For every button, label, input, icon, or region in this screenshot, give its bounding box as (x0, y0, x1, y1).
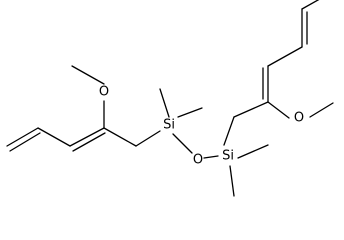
bond-right-vinyl-terminal (301, 0, 320, 10)
bond-left-enol-double-a (69, 127, 105, 147)
bond-right-o-methyl (309, 102, 334, 118)
bond-right-ch2-c2 (233, 101, 269, 118)
bond-si-left-methyl-a (159, 88, 170, 118)
bond-left-c3-c4 (37, 127, 71, 147)
bond-vinyl-left-double-a (6, 127, 39, 147)
bond-si-left-methyl-b (177, 107, 203, 118)
bond-o-si-right (203, 155, 219, 159)
bond-si-right-methyl-a (237, 144, 269, 159)
bond-left-o-methyl (71, 65, 105, 85)
atom-o-bridge: O (193, 153, 203, 168)
atom-si-left: Si (163, 118, 175, 133)
bond-left-enol-double-b (72, 132, 106, 152)
molecule-diagram: O Si O Si O (6, 0, 334, 197)
bond-si-right-ch2 (223, 116, 235, 146)
atom-o-methoxy-right: O (294, 111, 304, 126)
bonds (6, 0, 334, 197)
bond-right-c3-c4 (267, 46, 303, 67)
bond-left-ch2-si (135, 130, 161, 147)
atom-o-methoxy-left: O (99, 85, 109, 100)
bond-right-c2-o (267, 101, 290, 119)
bond-left-c2-ch2 (103, 127, 137, 147)
bond-si-right-methyl-b (229, 165, 235, 197)
bond-vinyl-left-double-b (9, 132, 41, 152)
atom-si-right: Si (222, 149, 234, 164)
atom-labels: O Si O Si O (99, 85, 304, 168)
bond-si-left-o (172, 133, 193, 154)
